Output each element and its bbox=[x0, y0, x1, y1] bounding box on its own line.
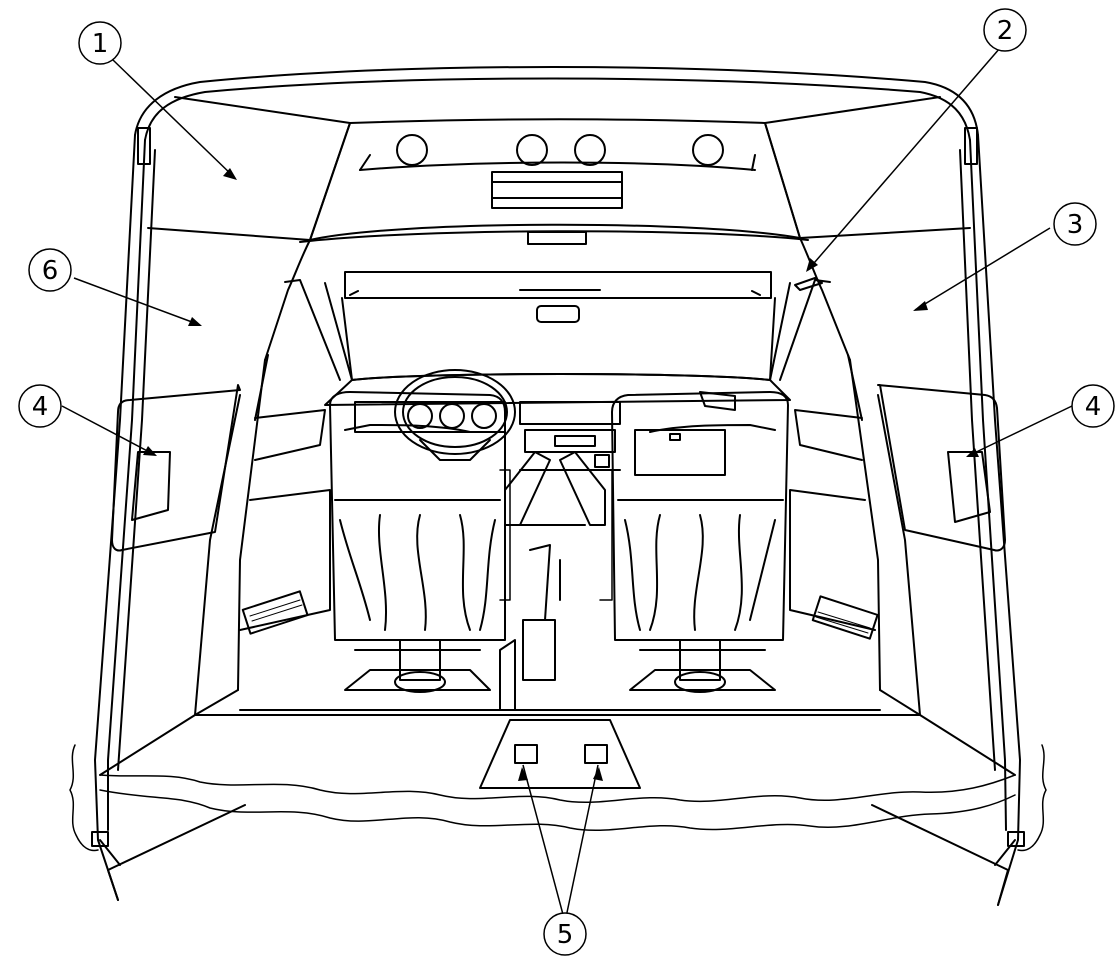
leader-line-6 bbox=[73, 277, 201, 326]
seat-right bbox=[599, 391, 789, 693]
leader-lines bbox=[61, 47, 1073, 923]
steering-wheel bbox=[394, 369, 516, 461]
callout-6: 6 bbox=[28, 248, 72, 292]
callout-1-label: 1 bbox=[92, 29, 109, 59]
callout-4-right-label: 4 bbox=[1085, 392, 1102, 422]
callout-3-label: 3 bbox=[1067, 210, 1084, 240]
windshield-frame bbox=[264, 230, 851, 381]
leader-line-4-right bbox=[967, 405, 1073, 457]
leader-line-5a bbox=[522, 764, 566, 923]
callout-5-label: 5 bbox=[557, 920, 574, 950]
callout-6-label: 6 bbox=[42, 256, 59, 286]
side-wall-right bbox=[789, 354, 1006, 716]
leader-line-4-left bbox=[61, 405, 156, 456]
floor bbox=[99, 689, 1016, 789]
leader-line-1 bbox=[112, 59, 236, 179]
callout-2: 2 bbox=[983, 8, 1027, 52]
body-shell bbox=[69, 66, 1047, 906]
arrowheads bbox=[143, 168, 979, 781]
callout-4-right: 4 bbox=[1071, 384, 1115, 428]
leader-line-2 bbox=[807, 47, 1001, 271]
side-wall-left bbox=[111, 354, 331, 716]
cutaway-edge bbox=[99, 774, 1016, 831]
callout-4-left-label: 4 bbox=[32, 392, 49, 422]
leader-line-5b bbox=[564, 764, 599, 923]
callout-4-left: 4 bbox=[18, 384, 62, 428]
leader-line-3 bbox=[914, 227, 1051, 311]
callout-1: 1 bbox=[78, 21, 122, 65]
callout-5: 5 bbox=[543, 912, 587, 956]
callout-3: 3 bbox=[1053, 202, 1097, 246]
seat-left bbox=[329, 391, 511, 693]
callout-2-label: 2 bbox=[997, 16, 1014, 46]
headliner bbox=[147, 96, 971, 241]
center-console bbox=[499, 451, 606, 711]
